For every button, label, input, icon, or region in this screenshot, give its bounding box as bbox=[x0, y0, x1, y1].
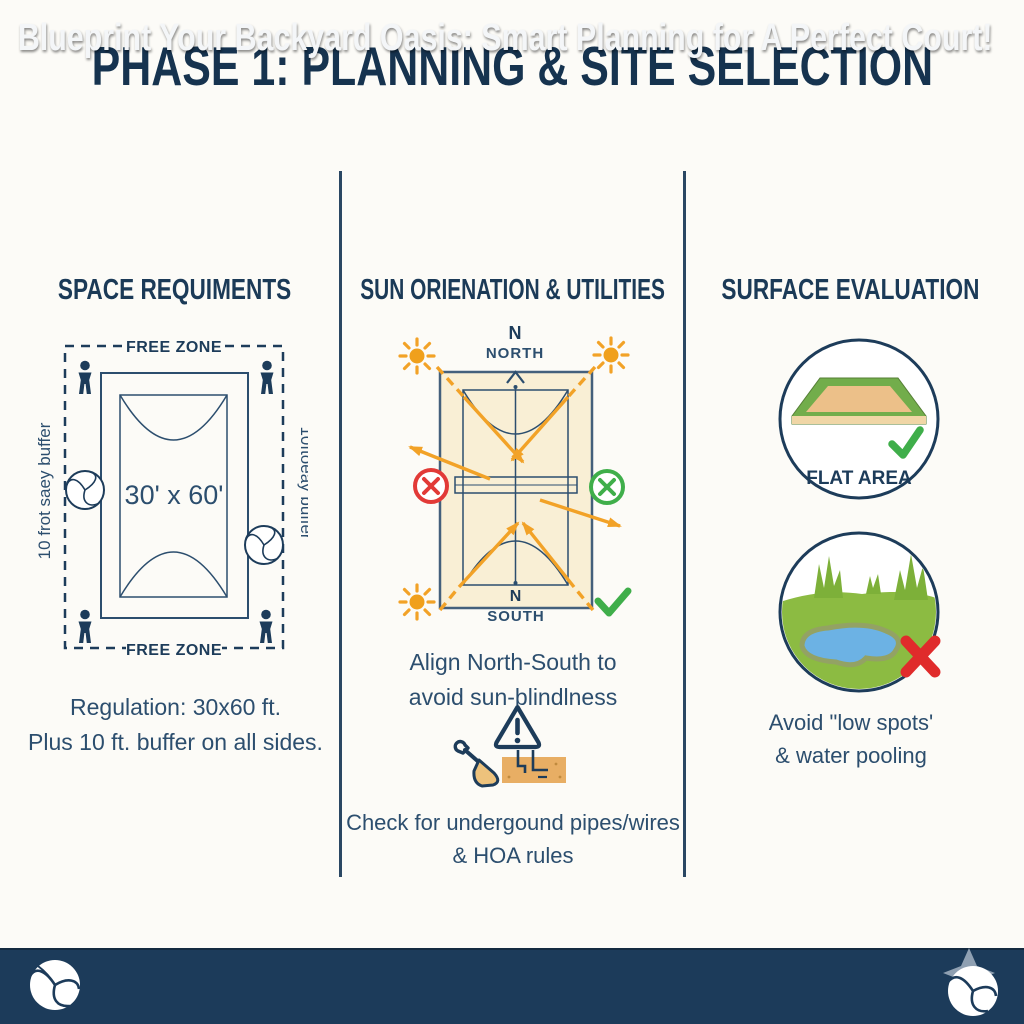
compass-n-bottom: N bbox=[510, 588, 522, 605]
check-icon bbox=[594, 587, 632, 617]
compass-n-top: N bbox=[509, 323, 522, 343]
person-icon bbox=[78, 609, 92, 643]
low-spot-illustration bbox=[778, 531, 941, 693]
flat-area-label: FLAT AREA bbox=[806, 468, 912, 489]
north-chevron bbox=[506, 370, 525, 384]
sun-icon bbox=[592, 336, 630, 374]
utilities-warning-illustration bbox=[453, 704, 566, 788]
volleyball-icon bbox=[28, 960, 81, 1010]
axis-dot-top bbox=[513, 385, 518, 389]
north-label: NORTH bbox=[486, 345, 544, 362]
divider-right bbox=[683, 171, 686, 877]
warning-triangle-icon bbox=[493, 704, 542, 750]
header-surface-evaluation: SURFACE EVALUATION bbox=[720, 273, 980, 306]
space-requirements-diagram: FREE ZONE FREE ZONE 30' x 60' 10 frot sa… bbox=[38, 336, 308, 659]
buffer-label-right: 10ftoeay buffer bbox=[297, 426, 308, 539]
sun-icon bbox=[398, 583, 436, 621]
x-icon bbox=[900, 635, 941, 678]
banner-text: Blueprint Your Backyard Oasis: Smart Pla… bbox=[17, 16, 993, 59]
header-sun-orientation: SUN ORIENATION & UTILITIES bbox=[360, 273, 666, 306]
volleyball-icon bbox=[65, 470, 105, 510]
bad-orientation-icon bbox=[413, 468, 449, 504]
court-inner-outline bbox=[119, 394, 228, 598]
utilities-caption: Check for undergound pipes/wires & HOA r… bbox=[346, 810, 680, 868]
sun-ray-arrows bbox=[408, 365, 622, 612]
space-caption: Regulation: 30x60 ft. Plus 10 ft. buffer… bbox=[28, 694, 323, 755]
sun-icon bbox=[398, 337, 436, 375]
header-space-requirements: SPACE REQUIMENTS bbox=[58, 273, 292, 306]
free-zone-bottom-label: FREE ZONE bbox=[126, 642, 222, 659]
free-zone-top-bg bbox=[126, 336, 222, 356]
south-label: SOUTH bbox=[487, 608, 545, 625]
divider-left bbox=[339, 171, 342, 877]
sun-orientation-diagram: N NORTH bbox=[398, 323, 632, 625]
free-zone-bottom-bg bbox=[126, 639, 222, 659]
surface-caption: Avoid "low spots' & water pooling bbox=[768, 710, 934, 768]
page-title-text: PHASE 1: PLANNING & SITE SELECTION bbox=[91, 35, 933, 97]
check-icon bbox=[888, 426, 924, 459]
underground-pipes-icon bbox=[502, 750, 566, 783]
volleyball-star-icon bbox=[943, 948, 998, 1016]
court-outline bbox=[100, 372, 249, 619]
court-bottom-arc bbox=[119, 551, 228, 598]
free-zone-top-label: FREE ZONE bbox=[126, 339, 222, 356]
page-title: PHASE 1: PLANNING & SITE SELECTION bbox=[0, 34, 1024, 98]
person-icon bbox=[78, 360, 92, 394]
court-dimensions-label: 30' x 60' bbox=[125, 480, 224, 510]
volleyball-icon bbox=[244, 525, 284, 565]
water-pool-icon bbox=[799, 622, 901, 668]
court-top-arc bbox=[119, 394, 228, 441]
flat-pad-icon bbox=[791, 377, 927, 425]
person-icon bbox=[259, 609, 273, 643]
axis-dot-bottom bbox=[513, 581, 518, 585]
flat-area-illustration: FLAT AREA bbox=[778, 338, 940, 500]
buffer-label-left: 10 frot saey buffer bbox=[38, 422, 54, 559]
sun-caption: Align North-South to avoid sun-blindlnes… bbox=[408, 649, 618, 710]
person-icon bbox=[260, 360, 274, 394]
shovel-icon bbox=[453, 739, 500, 788]
good-orientation-icon bbox=[589, 469, 625, 505]
bottom-banner bbox=[0, 948, 1024, 1024]
